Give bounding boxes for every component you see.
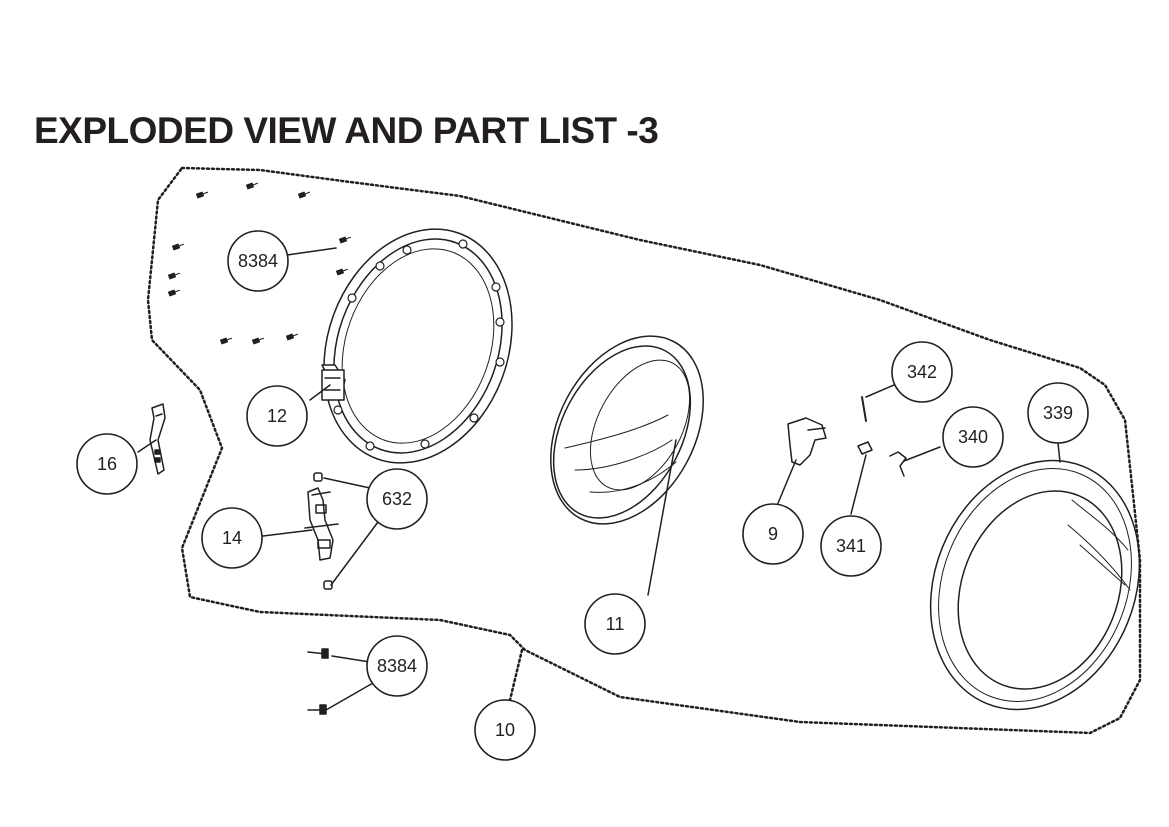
door-frame-holes	[333, 239, 505, 451]
door-hinge	[304, 487, 339, 561]
callout-label-340: 340	[958, 427, 988, 447]
door-assembly-boundary	[146, 166, 1142, 735]
boundary-leader-10	[508, 648, 524, 702]
callout-circle-632	[366, 468, 428, 530]
callout-label-16: 16	[97, 454, 117, 474]
callout-circle-11	[584, 593, 646, 655]
callout-label-341: 341	[836, 536, 866, 556]
callout-label-12: 12	[267, 406, 287, 426]
latch-spring	[857, 441, 873, 455]
latch-pin	[861, 396, 867, 422]
callout-label-11: 11	[606, 614, 625, 634]
callout-circle-16	[76, 433, 138, 495]
leader-lines	[137, 247, 1061, 711]
callout-label-339: 339	[1043, 403, 1073, 423]
callout-label-14: 14	[222, 528, 242, 548]
callout-label-9: 9	[768, 524, 778, 544]
door-frame-ring	[321, 228, 513, 464]
outer-door-ring	[929, 459, 1141, 711]
callout-circle-12	[246, 385, 308, 447]
callout-circle-8384-bottom	[366, 635, 428, 697]
callout-circle-340	[942, 406, 1004, 468]
callout-label-8384-top: 8384	[238, 251, 278, 271]
door-latch-hook	[787, 417, 827, 466]
callout-circle-8384-top	[227, 230, 289, 292]
screws-lower-pair	[307, 648, 329, 715]
callout-circle-342	[891, 341, 953, 403]
callout-circle-339	[1027, 382, 1089, 444]
callout-label-342: 342	[907, 362, 937, 382]
callout-label-8384-bottom: 8384	[377, 656, 417, 676]
callout-label-632: 632	[382, 489, 412, 509]
callout-circle-341	[820, 515, 882, 577]
callout-circle-9	[742, 503, 804, 565]
latch-clip	[889, 451, 907, 477]
inner-door-glass	[550, 335, 704, 525]
screws-upper-cluster	[167, 182, 352, 345]
hinge-bushings	[313, 472, 333, 590]
callout-circle-10	[474, 699, 536, 761]
callout-label-10: 10	[495, 720, 515, 740]
callout-circle-14	[201, 507, 263, 569]
callout-circles	[76, 230, 1089, 761]
hinge-plate	[149, 403, 166, 475]
page-title: EXPLODED VIEW AND PART LIST -3	[34, 110, 659, 151]
